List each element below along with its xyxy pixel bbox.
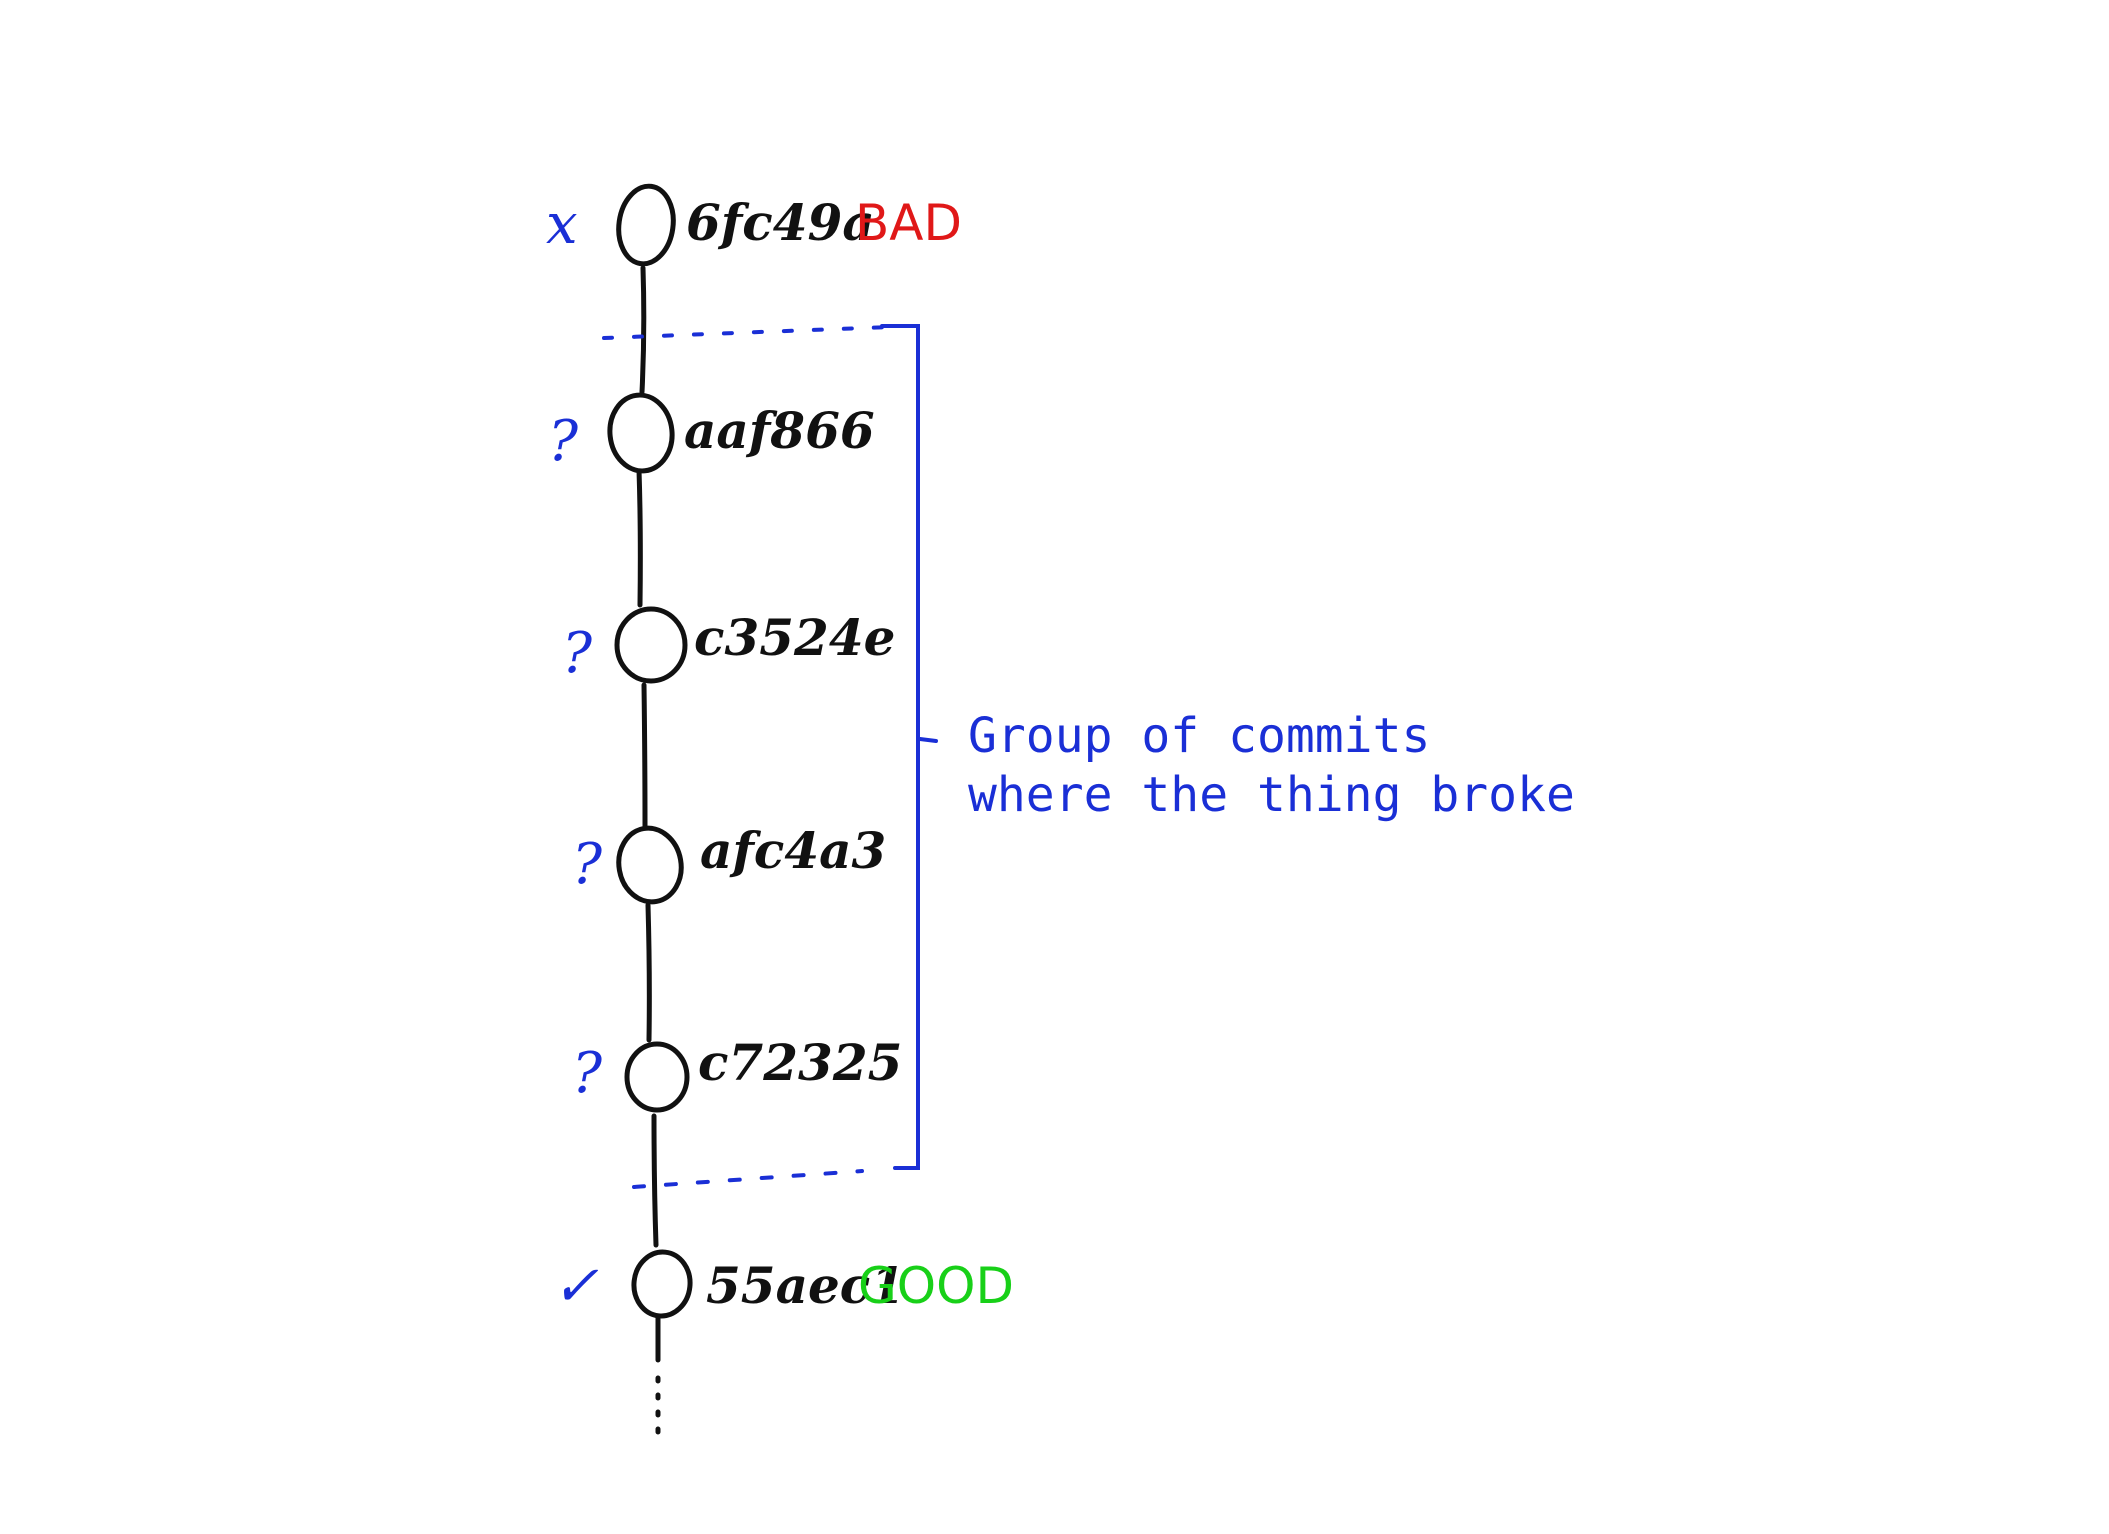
bad-x-marker: x — [546, 192, 578, 257]
suspect-bracket — [602, 324, 938, 1189]
bracket-tick — [918, 737, 938, 743]
good-status-label: GOOD — [858, 1257, 1014, 1315]
commit-node — [607, 392, 675, 474]
bracket-top-dashed-line — [602, 325, 892, 340]
unknown-question-marker: ? — [562, 621, 593, 686]
commit-node — [616, 183, 676, 267]
commit-hash: 55aec1 — [706, 1256, 905, 1315]
history-line-segment — [651, 1113, 659, 1248]
annotation-line: Group of commits — [968, 708, 1430, 764]
bisect-markers: x ? ? ? ? ✓ — [546, 192, 603, 1319]
commit-hash: afc4a3 — [700, 821, 886, 880]
commit-hash: c72325 — [698, 1033, 902, 1092]
commit-node — [614, 606, 688, 684]
commit-hash: 6fc49a — [686, 193, 875, 252]
status-labels: BAD GOOD — [855, 194, 1014, 1315]
unknown-question-marker: ? — [572, 1041, 603, 1106]
annotation-line: where the thing broke — [968, 767, 1575, 823]
commit-hashes: 6fc49a aaf866 c3524e afc4a3 c72325 55aec… — [684, 193, 905, 1315]
history-line-segment — [639, 265, 647, 395]
commit-node — [624, 1041, 690, 1113]
commit-hash: c3524e — [694, 608, 895, 667]
bracket-bottom-dashed-line — [632, 1169, 864, 1189]
history-line-segment — [636, 467, 643, 608]
commit-nodes — [607, 183, 693, 1319]
unknown-question-marker: ? — [572, 832, 603, 897]
bracket-annotation: Group of commits where the thing broke — [968, 708, 1575, 823]
bad-status-label: BAD — [855, 194, 962, 252]
history-line — [636, 265, 661, 1435]
history-line-segment — [645, 902, 652, 1043]
good-check-marker: ✓ — [552, 1254, 599, 1319]
commit-node — [631, 1249, 693, 1319]
commit-hash: aaf866 — [684, 401, 875, 460]
history-line-segment — [641, 682, 648, 829]
commit-node — [616, 825, 684, 905]
unknown-question-marker: ? — [548, 409, 579, 474]
bracket-frame — [880, 324, 920, 1170]
